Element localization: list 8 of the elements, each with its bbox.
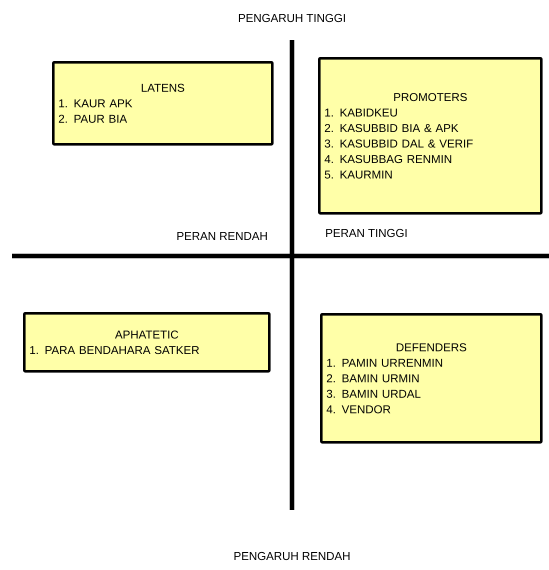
axis-label: PERAN RENDAH: [177, 232, 267, 240]
category-box: DEFENDERS 1. PAMIN URRENMIN 2. BAMIN URMIN 3. BAMIN URDAL 4. VENDOR: [320, 313, 543, 444]
axis-label: PERAN TINGGI: [326, 228, 407, 238]
category-box: PROMOTERS 1. KABIDKEU 2. KASUBBID BIA & APK 3. KASUBBID DAL & VERIF 4. KASUBBAG RENMIN 5. KAURMIN: [318, 57, 543, 215]
axis-label: PENGARUH RENDAH: [234, 552, 350, 560]
category-box: LATENS 1. KAUR APK 2. PAUR BIA: [52, 61, 274, 146]
category-box: APHATETIC 1. PARA BENDAHARA SATKER: [23, 312, 271, 373]
axis-label: PENGARUH TINGGI: [238, 14, 345, 22]
